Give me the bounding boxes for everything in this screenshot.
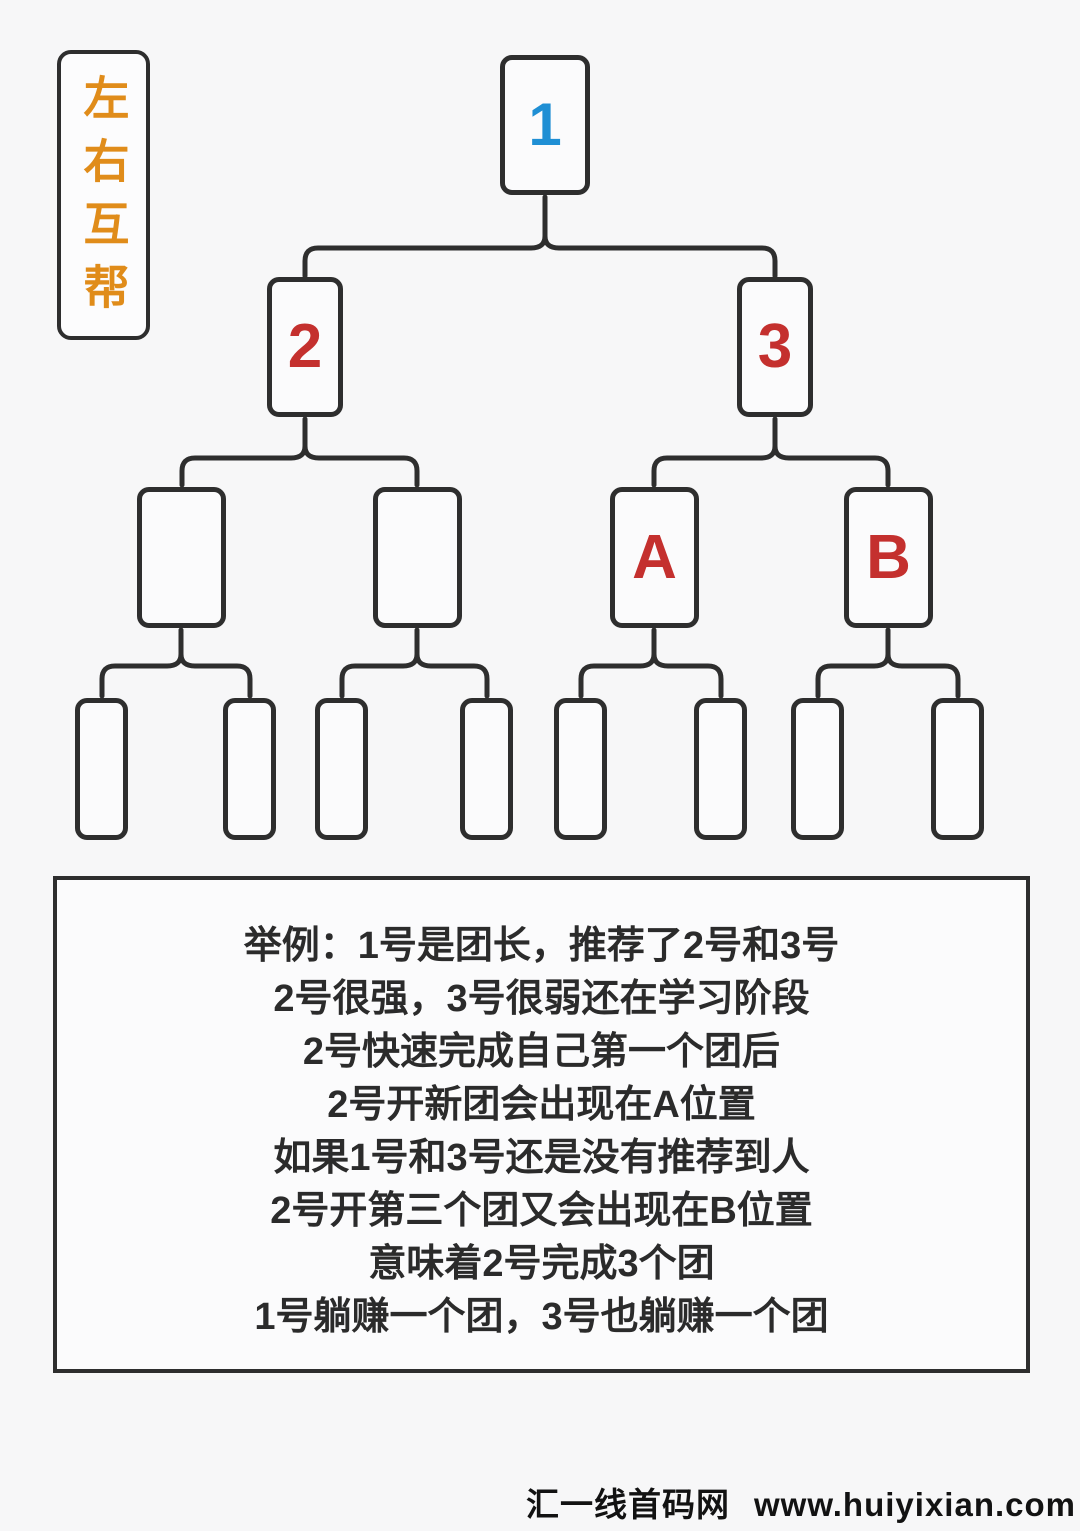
connector-node3-right xyxy=(772,443,891,488)
tree-leaf-node-3 xyxy=(315,698,368,840)
tree-node-2: 2 xyxy=(267,277,343,417)
connector-l3a-right xyxy=(178,651,253,699)
connector-level1-left xyxy=(302,194,548,279)
connector-l3a-left xyxy=(99,627,184,699)
connector-nodeA-left xyxy=(578,627,657,699)
connector-node2-left xyxy=(179,416,308,488)
tree-node-b: B xyxy=(844,487,933,628)
tree-node-empty-left1 xyxy=(137,487,226,628)
connector-node3-left xyxy=(651,416,778,488)
watermark-site-name: 汇一线首码网 xyxy=(525,1486,730,1523)
watermark: 汇一线首码网 www.huiyixian.com xyxy=(526,1478,1076,1526)
example-text-box: 举例：1号是团长，推荐了2号和3号 2号很强，3号很弱还在学习阶段 2号快速完成… xyxy=(53,876,1030,1373)
tree-node-a-label: A xyxy=(632,522,677,592)
connector-l3b-left xyxy=(339,627,420,699)
badge-label: 左右互帮 xyxy=(77,74,130,326)
tree-node-2-label: 2 xyxy=(287,312,323,381)
tree-node-3: 3 xyxy=(737,277,813,417)
tree-leaf-node-7 xyxy=(791,698,844,840)
example-line: 2号快速完成自己第一个团后 xyxy=(302,1031,781,1073)
example-line: 2号开新团会出现在A位置 xyxy=(327,1084,756,1126)
tree-connector-lines xyxy=(99,194,961,699)
tree-node-3-label: 3 xyxy=(757,312,793,381)
tree-leaf-node-6 xyxy=(694,698,747,840)
connector-nodeA-right xyxy=(651,651,724,699)
tree-node-empty-left2 xyxy=(373,487,462,628)
watermark-url: www.huiyixian.com xyxy=(753,1486,1076,1523)
example-line: 1号躺赚一个团，3号也躺赚一个团 xyxy=(254,1296,829,1338)
tree-leaf-node-8 xyxy=(931,698,984,840)
tree-node-1: 1 xyxy=(500,55,590,195)
connector-nodeB-left xyxy=(815,627,891,699)
example-line: 2号很强，3号很弱还在学习阶段 xyxy=(273,978,810,1020)
connector-level1-right xyxy=(542,233,778,279)
tree-leaf-node-2 xyxy=(223,698,276,840)
example-line: 如果1号和3号还是没有推荐到人 xyxy=(273,1137,810,1179)
connector-nodeB-right xyxy=(885,651,961,699)
tree-node-a: A xyxy=(610,487,699,628)
tree-node-1-label: 1 xyxy=(528,91,562,158)
connector-l3b-right xyxy=(414,651,490,699)
tree-leaf-node-4 xyxy=(460,698,513,840)
badge-box: 左右互帮 xyxy=(57,50,150,340)
tree-node-b-label: B xyxy=(866,522,911,592)
example-line: 2号开第三个团又会出现在B位置 xyxy=(270,1190,813,1232)
tree-leaf-node-5 xyxy=(554,698,607,840)
tree-leaf-node-1 xyxy=(75,698,128,840)
example-line: 意味着2号完成3个团 xyxy=(368,1243,715,1285)
example-line: 举例：1号是团长，推荐了2号和3号 xyxy=(243,925,840,967)
connector-node2-right xyxy=(302,443,420,488)
